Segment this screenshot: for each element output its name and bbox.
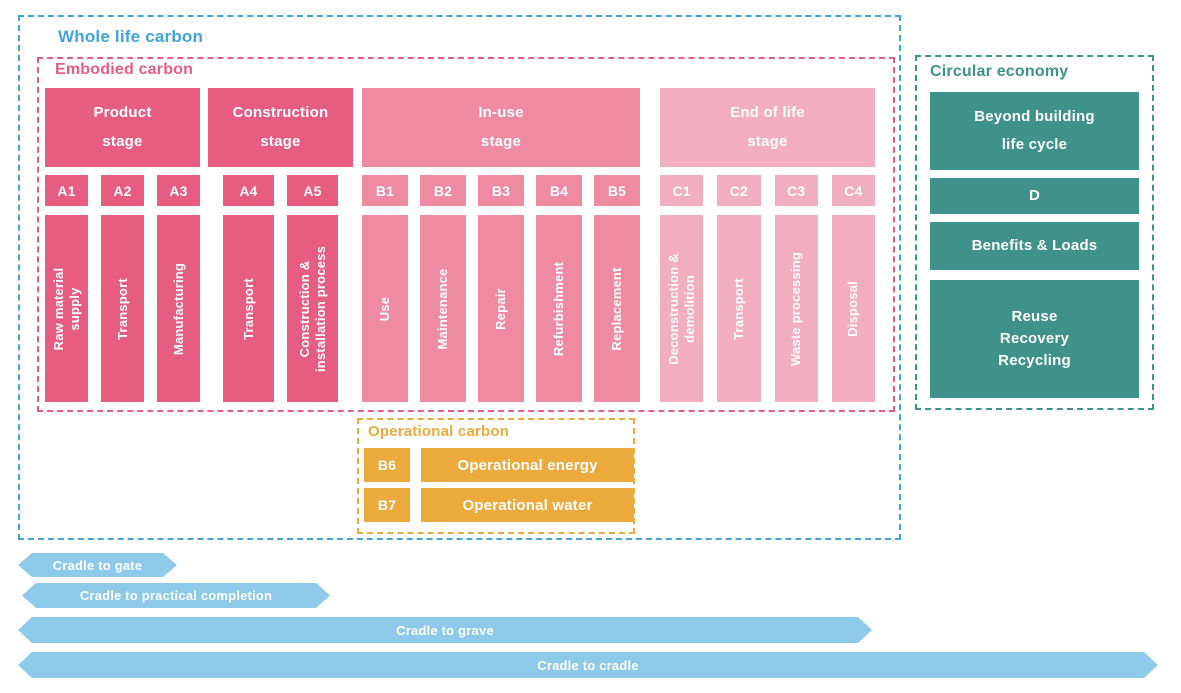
module-label-a3: Manufacturing [170, 262, 186, 355]
module-label-c4: Disposal [845, 280, 861, 337]
module-badge-c2: C2 [717, 175, 761, 206]
module-badge-b7: B7 [364, 488, 410, 522]
cradle-to-cradle-arrow: Cradle to cradle [18, 652, 1158, 678]
module-badge-b6: B6 [364, 448, 410, 482]
module-bar-b3: Repair [478, 215, 524, 402]
module-bar-a3: Manufacturing [157, 215, 200, 402]
module-badge-c4: C4 [831, 175, 875, 206]
module-bar-c2: Transport [717, 215, 761, 402]
in-use-stage-badges: B1 B2 B3 B4 B5 [362, 175, 640, 206]
cradle-to-grave-arrow: Cradle to grave [18, 617, 872, 643]
module-label-c1: Deconstruction & demolition [665, 252, 697, 365]
module-badge-b1: B1 [362, 175, 408, 206]
module-label-a5: Construction & installation process [296, 245, 328, 372]
module-label-b3: Repair [492, 287, 508, 330]
in-use-stage-group: In-use stage B1 B2 B3 B4 B5 Use Maintena… [362, 88, 640, 402]
module-label-a4: Transport [240, 277, 256, 340]
circular-economy-label: Circular economy [930, 63, 1069, 80]
module-label-a1: Raw material supply [50, 267, 82, 350]
module-badge-a1: A1 [45, 175, 88, 206]
end-of-life-stage-header: End of life stage [660, 88, 875, 167]
module-badge-b3: B3 [478, 175, 524, 206]
construction-stage-badges: A4 A5 [208, 175, 353, 206]
module-badge-b2: B2 [420, 175, 466, 206]
construction-stage-bars: Transport Construction & installation pr… [208, 215, 353, 402]
end-of-life-stage-badges: C1 C2 C3 C4 [660, 175, 875, 206]
benefits-and-loads-block: Benefits & Loads [930, 222, 1139, 270]
module-badge-a3: A3 [157, 175, 200, 206]
module-label-b4: Refurbishment [550, 261, 566, 356]
operational-water-row: B7 Operational water [364, 488, 634, 522]
module-badge-c1: C1 [660, 175, 704, 206]
embodied-carbon-label: Embodied carbon [55, 61, 194, 78]
operational-water-bar: Operational water [421, 488, 634, 522]
construction-stage-group: Construction stage A4 A5 Transport Const… [208, 88, 353, 402]
module-label-b1: Use [376, 296, 392, 321]
whole-life-carbon-box [18, 15, 901, 540]
module-bar-a5: Construction & installation process [287, 215, 338, 402]
module-bar-b4: Refurbishment [536, 215, 582, 402]
module-label-b5: Replacement [608, 266, 624, 351]
module-bar-c3: Waste processing [774, 215, 818, 402]
embodied-carbon-box [37, 57, 895, 412]
module-bar-a1: Raw material supply [45, 215, 88, 402]
end-of-life-stage-bars: Deconstruction & demolition Transport Wa… [660, 215, 875, 402]
module-d-block: D [930, 178, 1139, 214]
module-label-b2: Maintenance [434, 268, 450, 349]
in-use-stage-bars: Use Maintenance Repair Refurbishment Rep… [362, 215, 640, 402]
end-of-life-stage-group: End of life stage C1 C2 C3 C4 Deconstruc… [660, 88, 875, 402]
module-bar-b5: Replacement [594, 215, 640, 402]
in-use-stage-header: In-use stage [362, 88, 640, 167]
product-stage-badges: A1 A2 A3 [45, 175, 200, 206]
module-badge-a5: A5 [287, 175, 338, 206]
product-stage-bars: Raw material supply Transport Manufactur… [45, 215, 200, 402]
product-stage-group: Product stage A1 A2 A3 Raw material supp… [45, 88, 200, 402]
module-bar-b2: Maintenance [420, 215, 466, 402]
module-bar-a4: Transport [223, 215, 274, 402]
operational-energy-bar: Operational energy [421, 448, 634, 482]
cradle-to-gate-arrow: Cradle to gate [18, 553, 177, 577]
operational-energy-row: B6 Operational energy [364, 448, 634, 482]
module-label-c3: Waste processing [788, 251, 803, 366]
module-bar-a2: Transport [101, 215, 144, 402]
construction-stage-header: Construction stage [208, 88, 353, 167]
whole-life-carbon-label: Whole life carbon [58, 27, 204, 46]
module-badge-c3: C3 [774, 175, 818, 206]
beyond-building-life-cycle-block: Beyond building life cycle [930, 92, 1139, 170]
module-bar-c1: Deconstruction & demolition [660, 215, 704, 402]
module-badge-a2: A2 [101, 175, 144, 206]
module-badge-b5: B5 [594, 175, 640, 206]
module-badge-b4: B4 [536, 175, 582, 206]
circular-economy-box: Beyond building life cycle D Benefits & … [915, 55, 1154, 410]
operational-carbon-box: B6 Operational energy B7 Operational wat… [357, 418, 635, 534]
operational-carbon-label: Operational carbon [368, 423, 510, 440]
module-bar-c4: Disposal [831, 215, 875, 402]
module-label-c2: Transport [730, 277, 746, 340]
product-stage-header: Product stage [45, 88, 200, 167]
module-bar-b1: Use [362, 215, 408, 402]
reuse-recovery-recycling-block: Reuse Recovery Recycling [930, 280, 1139, 398]
cradle-to-practical-completion-arrow: Cradle to practical completion [22, 583, 330, 608]
module-label-a2: Transport [114, 277, 130, 340]
module-badge-a4: A4 [223, 175, 274, 206]
